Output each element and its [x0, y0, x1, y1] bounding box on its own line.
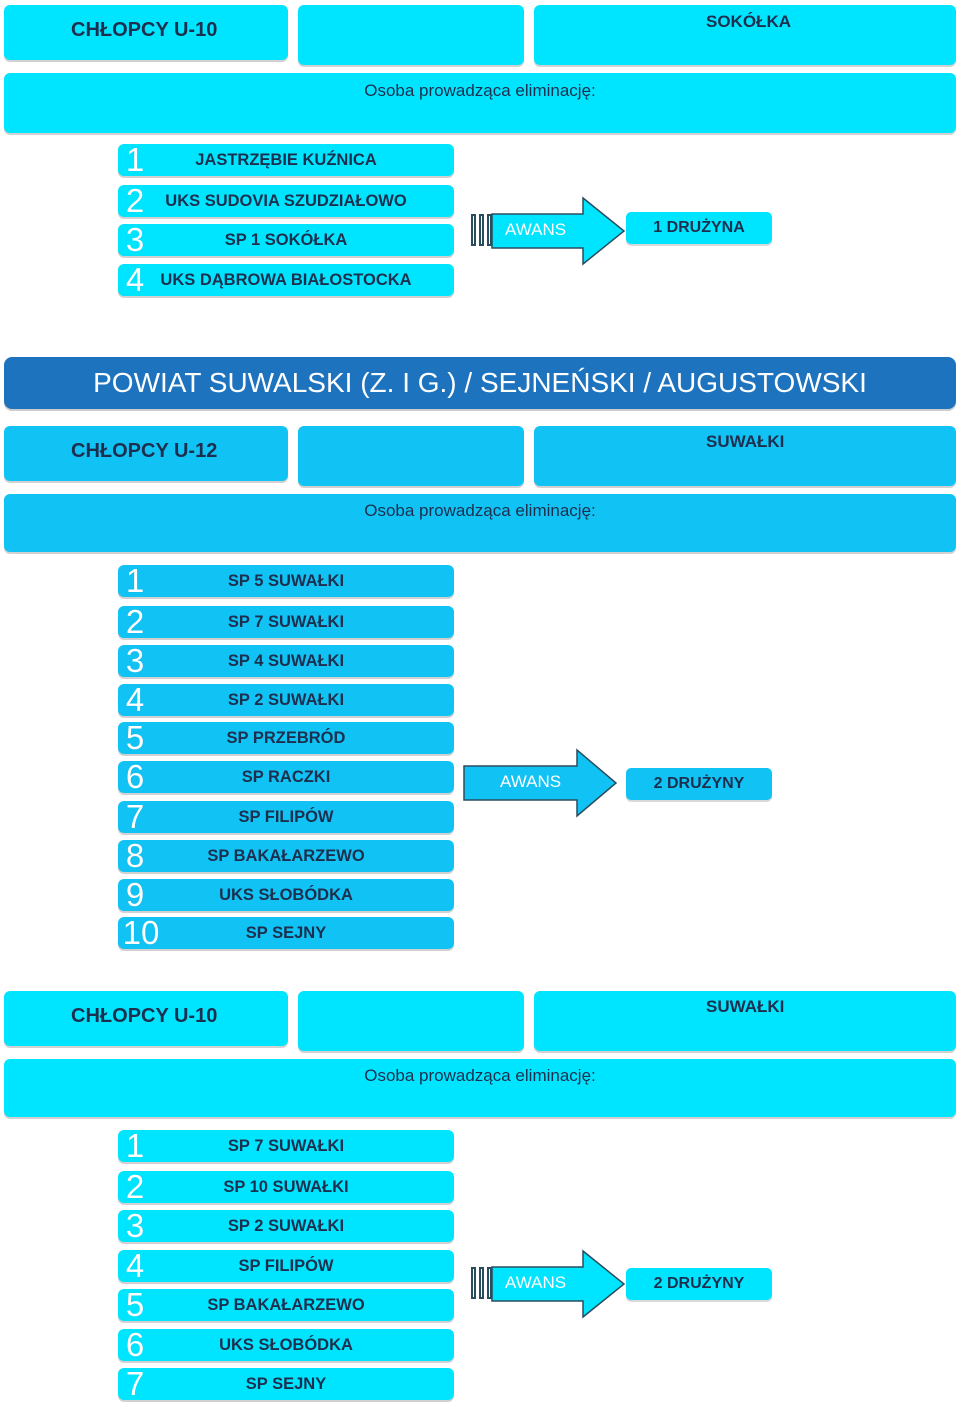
- section3-awans-label: AWANS: [505, 1273, 567, 1292]
- section3-location-box: SUWAŁKI: [534, 991, 956, 1051]
- section3-team-row: [118, 1130, 454, 1162]
- section3-team-row: [118, 1329, 454, 1361]
- section1-organizer-box: Osoba prowadząca eliminację:: [4, 73, 956, 133]
- section3-team-name: SP SEJNY: [245, 1375, 327, 1393]
- section3-team-name: SP FILIPÓW: [238, 1257, 334, 1275]
- section2-team-row: [118, 684, 454, 716]
- section2-location-box: SUWAŁKI: [534, 426, 956, 486]
- section3-team-number: 6: [125, 1326, 145, 1363]
- section2-team-name: SP BAKAŁARZEWO: [207, 847, 365, 865]
- section1-team-number: 4: [125, 261, 145, 298]
- section2-team-row: [118, 840, 454, 872]
- section2-team-name: SP 4 SUWAŁKI: [227, 652, 345, 670]
- section3-team-row: [118, 1171, 454, 1203]
- section3-striped-bars: [471, 1267, 492, 1299]
- section1-team-row: [118, 185, 454, 217]
- section2-team-number: 6: [125, 758, 145, 795]
- section1-striped-bars: [471, 214, 492, 246]
- section3-team-name: UKS SŁOBÓDKA: [219, 1336, 353, 1354]
- section2-team-row: [118, 565, 454, 597]
- section2-team-name: SP PRZEBRÓD: [226, 729, 346, 747]
- section2-category-box: CHŁOPCY U-12: [4, 426, 288, 481]
- section2-awans-arrow-icon: [463, 748, 618, 818]
- section2-location: SUWAŁKI: [706, 432, 785, 451]
- section2-team-name: SP SEJNY: [245, 924, 327, 942]
- section2-team-name: SP 7 SUWAŁKI: [227, 613, 345, 631]
- section2-team-row: [118, 606, 454, 638]
- section1-team-name: UKS DĄBROWA BIAŁOSTOCKA: [160, 271, 412, 289]
- section3-team-number: 5: [125, 1286, 145, 1323]
- section2-category: CHŁOPCY U-12: [71, 440, 218, 462]
- section3-location: SUWAŁKI: [706, 997, 785, 1016]
- section3-team-row: [118, 1250, 454, 1282]
- powiat-title: POWIAT SUWALSKI (Z. I G.) / SEJNEŃSKI / …: [4, 357, 956, 409]
- section3-result: 2 DRUŻYNY: [626, 1268, 772, 1300]
- section3-organizer: Osoba prowadząca eliminację:: [364, 1066, 596, 1085]
- section1-empty-box: [298, 5, 524, 65]
- section2-organizer: Osoba prowadząca eliminację:: [364, 501, 596, 520]
- section2-team-row: [118, 722, 454, 754]
- section2-organizer-box: Osoba prowadząca eliminację:: [4, 494, 956, 552]
- section3-team-name: SP 2 SUWAŁKI: [227, 1217, 345, 1235]
- section3-awans-arrow-icon: [491, 1249, 626, 1319]
- section1-team-row: [118, 144, 454, 176]
- section2-team-name: SP RACZKI: [241, 768, 331, 786]
- section3-organizer-box: Osoba prowadząca eliminację:: [4, 1059, 956, 1117]
- section2-team-row: [118, 645, 454, 677]
- section2-team-name: SP 2 SUWAŁKI: [227, 691, 345, 709]
- section1-location-box: SOKÓŁKA: [534, 5, 956, 65]
- section3-team-row: [118, 1289, 454, 1321]
- section3-team-name: SP 10 SUWAŁKI: [223, 1178, 349, 1196]
- section1-team-row: [118, 264, 454, 296]
- section1-team-name: SP 1 SOKÓŁKA: [224, 231, 348, 249]
- section1-team-name: JASTRZĘBIE KUŹNICA: [195, 151, 377, 169]
- section1-location: SOKÓŁKA: [706, 12, 791, 31]
- section2-team-row: [118, 879, 454, 911]
- section3-category-box: CHŁOPCY U-10: [4, 991, 288, 1046]
- section2-team-number: 2: [125, 603, 145, 640]
- section1-category: CHŁOPCY U-10: [71, 19, 218, 41]
- section3-team-name: SP 7 SUWAŁKI: [227, 1137, 345, 1155]
- section2-result: 2 DRUŻYNY: [626, 768, 772, 800]
- section1-category-box: CHŁOPCY U-10: [4, 5, 288, 60]
- section3-team-number: 2: [125, 1168, 145, 1205]
- section1-team-number: 1: [125, 141, 145, 178]
- section2-team-number: 5: [125, 719, 145, 756]
- section2-team-number: 7: [125, 798, 145, 835]
- section2-team-name: SP 5 SUWAŁKI: [227, 572, 345, 590]
- section3-team-number: 4: [125, 1247, 145, 1284]
- section2-team-name: UKS SŁOBÓDKA: [219, 886, 353, 904]
- section2-team-name: SP FILIPÓW: [238, 808, 334, 826]
- section2-team-number: 4: [125, 681, 145, 718]
- section2-team-number: 8: [125, 837, 145, 874]
- section1-team-number: 3: [125, 221, 145, 258]
- section2-team-row: [118, 801, 454, 833]
- section3-team-number: 3: [125, 1207, 145, 1244]
- section1-result: 1 DRUŻYNA: [626, 212, 772, 244]
- section3-team-name: SP BAKAŁARZEWO: [207, 1296, 365, 1314]
- section2-team-number: 9: [125, 876, 145, 913]
- section3-team-row: [118, 1368, 454, 1400]
- section2-awans-label: AWANS: [500, 772, 562, 791]
- section3-team-number: 1: [125, 1127, 145, 1164]
- section1-awans-label: AWANS: [505, 220, 567, 239]
- section2-team-number: 1: [125, 562, 145, 599]
- section2-team-number: 3: [125, 642, 145, 679]
- section1-team-row: [118, 224, 454, 256]
- section1-awans-arrow-icon: [491, 196, 626, 266]
- section1-team-number: 2: [125, 182, 145, 219]
- section2-team-number: 10: [122, 914, 160, 951]
- section2-empty-box: [298, 426, 524, 486]
- section2-team-row: [118, 761, 454, 793]
- section2-team-row: [118, 917, 454, 949]
- section3-category: CHŁOPCY U-10: [71, 1005, 218, 1027]
- section3-team-number: 7: [125, 1365, 145, 1402]
- section3-empty-box: [298, 991, 524, 1051]
- section1-team-name: UKS SUDOVIA SZUDZIAŁOWO: [165, 192, 407, 210]
- section1-organizer: Osoba prowadząca eliminację:: [364, 81, 596, 100]
- section3-team-row: [118, 1210, 454, 1242]
